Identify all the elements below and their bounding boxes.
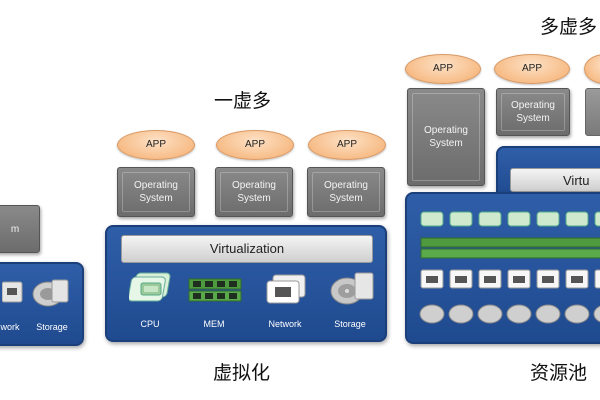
right-virtualization-bar: Virtu [510, 168, 600, 192]
os-box-3: Operating System [307, 167, 385, 217]
cpu-label: CPU [140, 319, 160, 329]
right-os-box-tall: Operating System [407, 88, 485, 186]
pool-network-row [420, 269, 600, 289]
left-os-box: m [0, 205, 40, 253]
pool-mem-row [420, 237, 600, 259]
resource-pool-panel [405, 192, 600, 344]
title-virtualization: 虚拟化 [213, 362, 271, 384]
right-os-box-2: Operating System [496, 88, 570, 136]
os-box-1: Operating System [117, 167, 195, 217]
os-box-2: Operating System [215, 167, 293, 217]
left-resource-panel: work Storage [0, 262, 84, 346]
right-os-label-1: Operating System [424, 125, 468, 149]
os-label-3: Operating System [324, 180, 368, 204]
right-app-bubble-3 [584, 54, 600, 84]
network-icon [266, 274, 306, 304]
cpu-icon [129, 272, 171, 302]
title-one-to-many: 一虚多 [214, 90, 272, 112]
mem-icon [188, 278, 242, 302]
storage-icon [330, 272, 374, 305]
app-bubble-3: APP [308, 130, 386, 160]
virtualization-bar: Virtualization [121, 235, 373, 263]
right-app-bubble-2: APP [494, 54, 570, 84]
network-label: Network [268, 319, 302, 329]
pool-storage-row [419, 304, 600, 324]
os-label-2: Operating System [232, 180, 276, 204]
middle-resource-panel: Virtualization CPU MEM Network Storage [105, 225, 387, 342]
mem-label: MEM [203, 319, 225, 329]
left-network-icon [2, 281, 23, 303]
title-resource-pool: 资源池 [530, 362, 588, 384]
left-os-label: m [10, 223, 20, 235]
app-bubble-2: APP [216, 130, 294, 160]
left-network-label: work [0, 322, 20, 332]
title-many-to-many: 多虚多 [540, 16, 598, 38]
right-virtualization-panel: Virtu [496, 146, 600, 200]
right-os-label-2: Operating System [511, 100, 555, 124]
os-label-1: Operating System [134, 180, 178, 204]
app-bubble-1: APP [117, 130, 195, 160]
pool-cpu-row [420, 211, 600, 227]
left-storage-icon [32, 279, 69, 307]
right-app-bubble-1: APP [405, 54, 481, 84]
storage-label: Storage [334, 319, 366, 329]
left-storage-label: Storage [36, 322, 68, 332]
resource-pool-grid [419, 211, 600, 324]
right-os-box-3 [585, 88, 600, 136]
